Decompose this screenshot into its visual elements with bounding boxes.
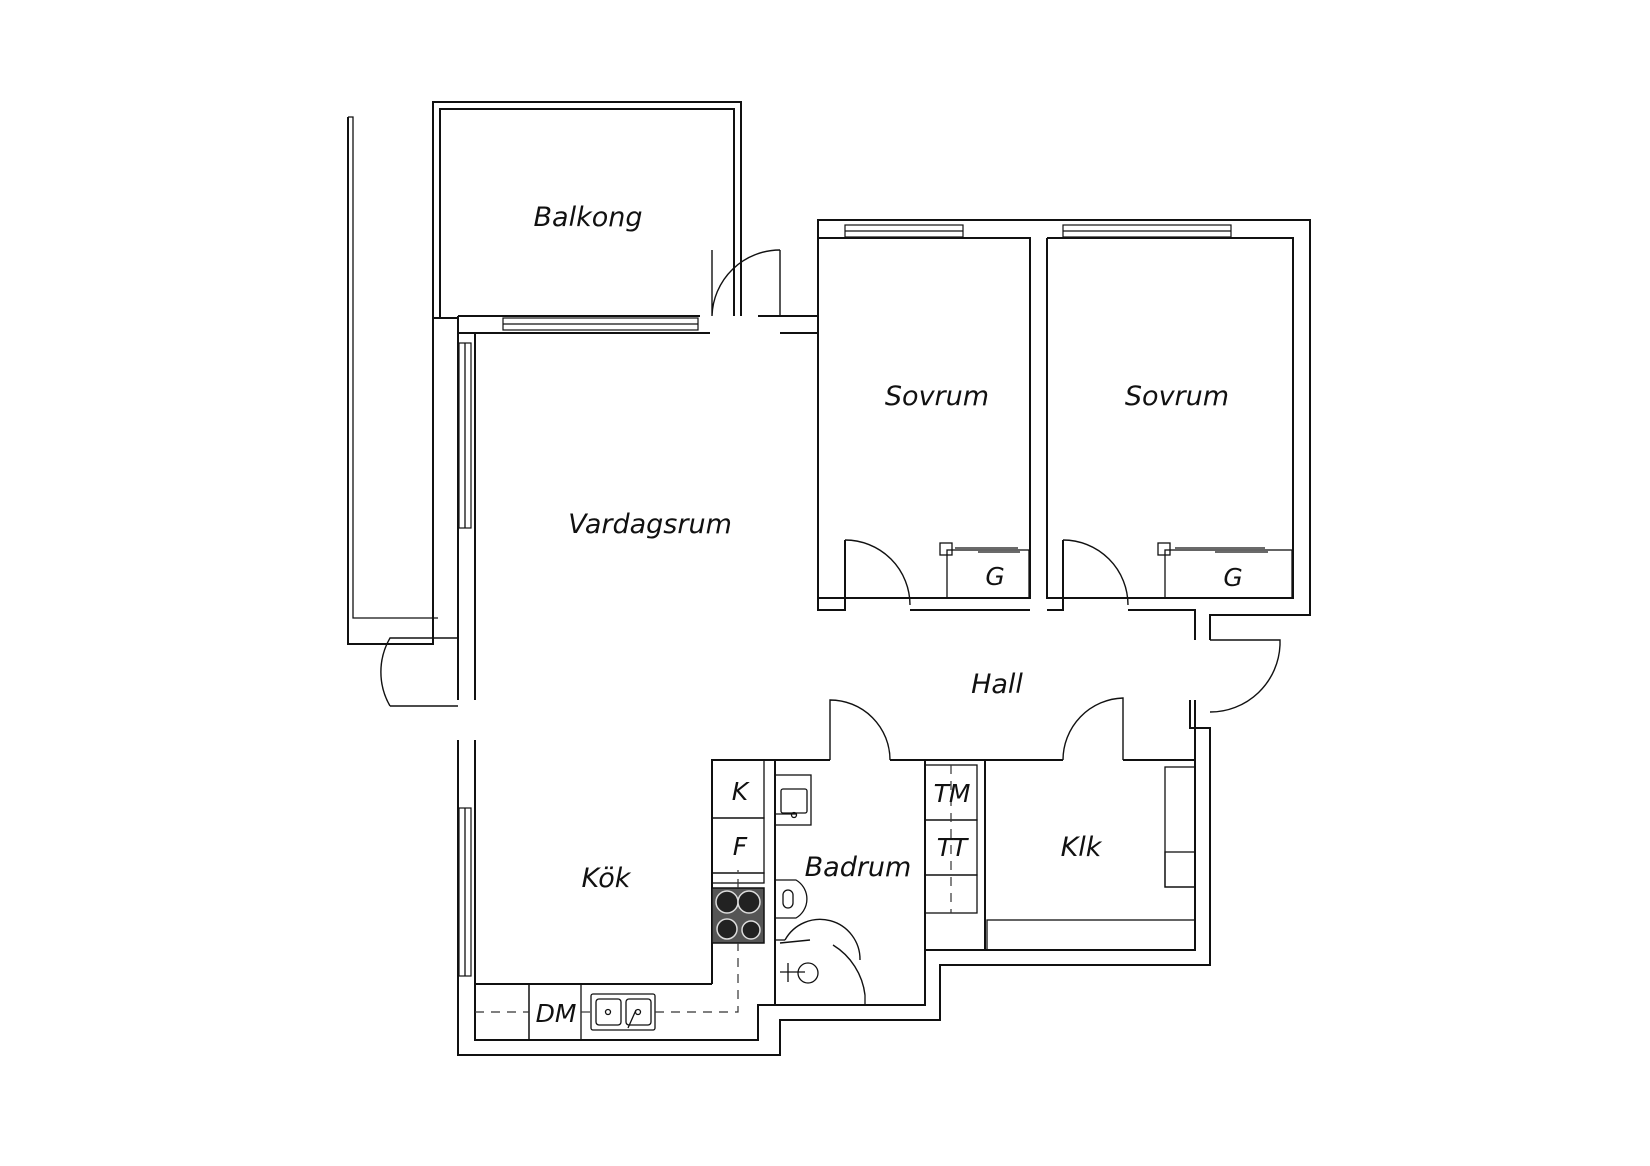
label-badrum: Badrum xyxy=(805,852,912,883)
door-balcony-top xyxy=(711,249,781,317)
bathroom-fixtures xyxy=(774,774,866,1005)
label-dishwasher: DM xyxy=(536,999,577,1028)
label-dryer: TT xyxy=(937,833,969,862)
door-bedroom-2 xyxy=(1062,539,1129,606)
label-vardagsrum: Vardagsrum xyxy=(568,509,732,540)
kitchen xyxy=(474,759,765,1041)
label-klk: Klk xyxy=(1061,832,1103,863)
label-wardrobe-2: G xyxy=(1223,563,1242,592)
label-balkong: Balkong xyxy=(534,202,643,233)
label-wardrobe-1: G xyxy=(985,562,1004,591)
door-bathroom xyxy=(829,699,891,761)
door-balcony-side xyxy=(380,637,458,707)
label-washing-machine: TM xyxy=(934,779,971,808)
label-fridge: K xyxy=(732,777,751,806)
label-sovrum-1: Sovrum xyxy=(885,381,989,412)
closet-shelves xyxy=(986,766,1196,951)
laundry xyxy=(924,764,978,914)
door-entrance xyxy=(1209,639,1281,713)
label-freezer: F xyxy=(733,832,748,861)
door-bedroom-1 xyxy=(844,539,911,606)
interior-walls xyxy=(475,333,1196,1005)
wardrobes xyxy=(939,542,1293,599)
label-sovrum-2: Sovrum xyxy=(1125,381,1229,412)
doors xyxy=(380,249,1281,761)
label-hall: Hall xyxy=(971,669,1023,700)
balcony xyxy=(347,101,742,645)
door-closet xyxy=(1062,697,1124,761)
exterior-walls xyxy=(347,117,1311,1056)
windows xyxy=(458,224,1232,977)
label-kok: Kök xyxy=(582,863,632,894)
